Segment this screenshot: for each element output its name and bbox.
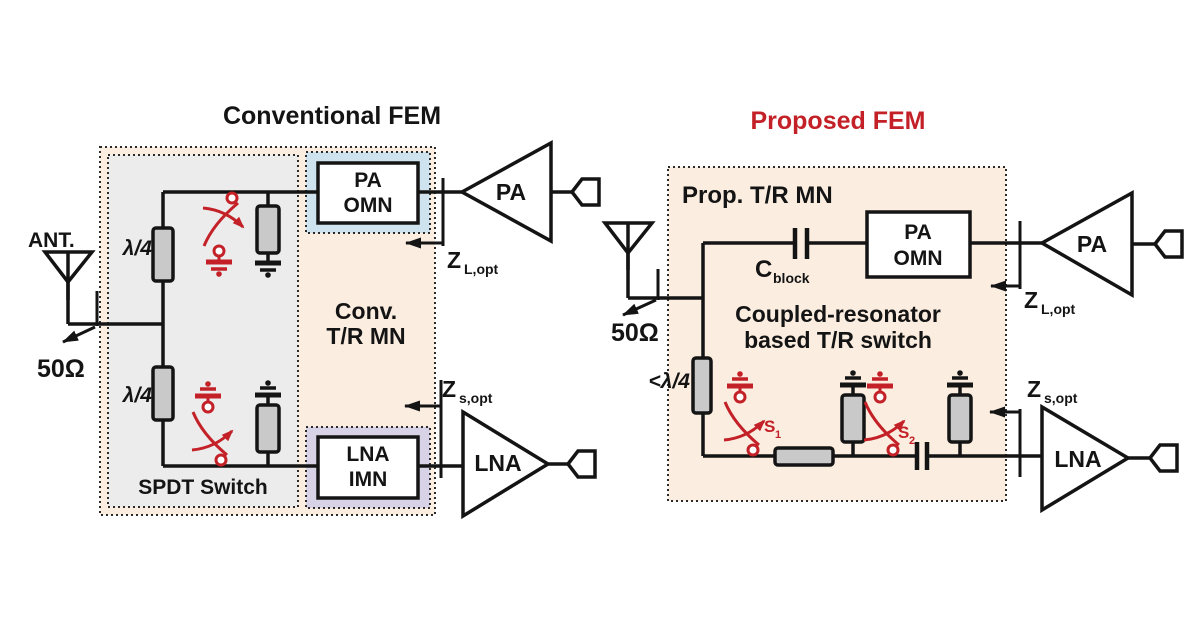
series-line-element [773, 446, 835, 467]
proposed-fem-diagram: Proposed FEM Prop. T/R MN 50Ω C block PA… [601, 107, 1184, 514]
lna-amplifier-label: LNA [474, 450, 521, 476]
prop-trmn-region [667, 166, 1007, 502]
pa-amplifier [458, 140, 553, 244]
proposed-fem-title: Proposed FEM [750, 107, 925, 135]
shunt-stub-2 [947, 370, 973, 456]
pa-port-icon [1152, 229, 1184, 259]
impedance-arrow [62, 325, 96, 344]
pa-omn-text-2: OMN [344, 194, 393, 217]
zl-label: Z [447, 247, 461, 273]
lna-imn-block [316, 435, 420, 500]
lna-amplifier [461, 408, 552, 520]
pa-omn-text-1: PA [354, 169, 382, 192]
conv-trmn-label-2: T/R MN [326, 323, 405, 349]
prop-wires [626, 223, 1155, 460]
short-lambda-label: <λ/4 [649, 370, 691, 393]
zl-label-sub: L,opt [1041, 301, 1076, 317]
lna-port-icon [1147, 443, 1179, 473]
shunt-stub-rx [255, 380, 281, 466]
antenna-label: ANT. [28, 229, 75, 252]
resonator-caption-2: based T/R switch [744, 327, 932, 353]
shunt-stub-1 [840, 370, 866, 456]
zs-label: Z [442, 376, 456, 402]
lna-port-icon [565, 449, 597, 479]
pa-amplifier-label: PA [1077, 231, 1107, 257]
conv-trmn-label-1: Conv. [335, 298, 397, 324]
pa-omn-block [865, 210, 972, 279]
lna-amplifier-label: LNA [1054, 446, 1101, 472]
spdt-switch-label: SPDT Switch [138, 476, 268, 499]
s1-label-sub: 1 [775, 429, 781, 441]
zs-label-sub: s,opt [459, 390, 493, 406]
conventional-fem-title: Conventional FEM [223, 102, 441, 130]
prop-trmn-label: Prop. T/R MN [682, 182, 833, 209]
impedance-arrow [622, 298, 657, 317]
shunt-stub-tx [255, 192, 281, 278]
pa-omn-text-2: OMN [894, 247, 943, 270]
zl-label-sub: L,opt [464, 261, 499, 277]
pa-amplifier-label: PA [496, 179, 526, 205]
lna-amplifier [1040, 403, 1132, 514]
z0-label: 50Ω [611, 319, 659, 347]
lna-imn-text-2: IMN [349, 468, 388, 491]
lna-imn-text-1: LNA [346, 443, 389, 466]
pa-omn-block [316, 161, 420, 225]
s2-label: S [898, 423, 909, 442]
pa-amplifier [1038, 190, 1134, 299]
pa-port-icon [569, 177, 601, 207]
s2-label-sub: 2 [909, 435, 915, 447]
cblock-label-sub: block [773, 270, 810, 286]
z0-label: 50Ω [37, 355, 85, 383]
resonator-caption-1: Coupled-resonator [735, 301, 941, 327]
short-line-element [691, 356, 713, 415]
pa-omn-text-1: PA [904, 221, 932, 244]
quarter-wave-line-top [151, 226, 175, 283]
lambda4-bottom-label: λ/4 [122, 384, 153, 407]
zs-label-sub: s,opt [1044, 390, 1078, 406]
zs-label: Z [1027, 376, 1041, 402]
s1-label: S [764, 417, 775, 436]
lambda4-top-label: λ/4 [122, 237, 153, 260]
zl-label: Z [1024, 287, 1038, 313]
quarter-wave-line-bottom [151, 365, 175, 422]
cblock-label: C [755, 256, 772, 283]
conventional-fem-diagram: Conventional FEM ANT. 50Ω λ/4 λ/4 [28, 102, 601, 520]
